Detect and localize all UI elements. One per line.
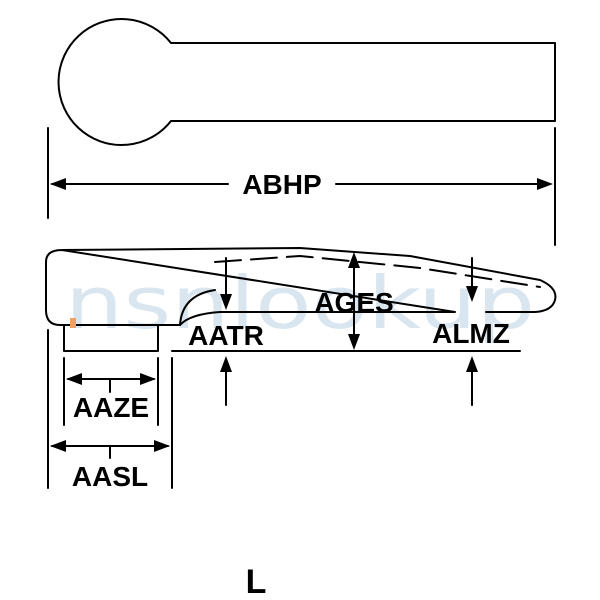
base-block (63, 324, 159, 352)
almz-arrow-bottom (466, 356, 478, 372)
aatr-arrow-bottom (220, 356, 232, 372)
ages-arrow-bottom (348, 334, 360, 350)
side-view-outline (45, 247, 557, 326)
watermark-text: nsnlookup (65, 261, 535, 345)
ages-arrow-top (348, 252, 360, 268)
aasl-arrow-left (50, 440, 66, 452)
label-ages: AGES (314, 287, 393, 318)
label-abhp: ABHP (242, 169, 321, 200)
abhp-arrow-right (537, 178, 553, 190)
top-view-outline (57, 18, 556, 146)
accent-mark (70, 318, 76, 328)
aasl-arrow-right (154, 440, 170, 452)
label-aaze: AAZE (73, 392, 149, 423)
heel-curve (179, 289, 216, 326)
hidden-line (214, 255, 541, 288)
aaze-arrow-right (140, 373, 156, 385)
figure-letter: L (246, 563, 267, 600)
label-aasl: AASL (72, 461, 148, 492)
label-aatr: AATR (188, 320, 264, 351)
aaze-arrow-left (66, 373, 82, 385)
abhp-arrow-left (50, 178, 66, 190)
aatr-arrow-top (220, 294, 232, 310)
almz-arrow-top (466, 286, 478, 302)
label-almz: ALMZ (432, 318, 510, 349)
